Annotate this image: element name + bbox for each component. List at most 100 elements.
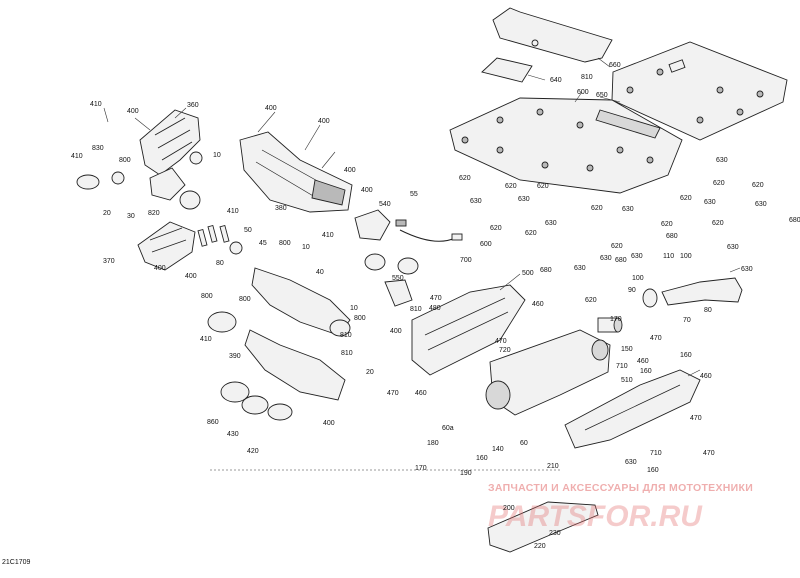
callout-540: 540 [379,201,391,208]
callout-630: 630 [631,253,643,260]
callout-50: 50 [244,227,252,234]
callout-620: 620 [490,225,502,232]
callout-400: 400 [265,105,277,112]
callout-460: 460 [700,373,712,380]
callout-720: 720 [499,347,511,354]
callout-820: 820 [148,210,160,217]
callout-710: 710 [650,450,662,457]
callout-100: 100 [680,253,692,260]
callout-810: 810 [340,332,352,339]
callout-400: 400 [344,167,356,174]
callout-830: 830 [92,145,104,152]
callout-70: 70 [683,317,691,324]
callout-810: 810 [341,350,353,357]
y-pipe [149,167,186,201]
heat-shield-plate-810 [611,41,788,141]
clamp-ring-410 [207,311,237,333]
callout-680: 680 [789,217,800,224]
callout-620: 620 [661,221,673,228]
callout-630: 630 [716,157,728,164]
callout-410: 410 [227,208,239,215]
callout-430: 430 [227,431,239,438]
heat-shield-500 [411,284,526,376]
spring-clamps [197,224,230,247]
callout-10: 10 [350,305,358,312]
callout-500: 500 [522,270,534,277]
clamp-rings-left [76,151,243,255]
callout-620: 620 [712,220,724,227]
callout-380: 380 [275,205,287,212]
clamp-ring-center [364,253,419,275]
watermark-logo: PARTSFOR.RU [488,500,703,533]
callout-160: 160 [640,368,652,375]
callout-400: 400 [154,265,166,272]
callout-190: 190 [460,470,472,477]
callout-620: 620 [505,183,517,190]
callout-470: 470 [703,450,715,457]
callout-620: 620 [680,195,692,202]
callout-620: 620 [537,183,549,190]
callout-210: 210 [547,463,559,470]
callout-100: 100 [632,275,644,282]
callout-630: 630 [625,459,637,466]
callout-630: 630 [470,198,482,205]
callout-660: 660 [609,62,621,69]
callout-160: 160 [476,455,488,462]
oxygen-sensor-55 [395,219,463,242]
callout-10: 10 [302,244,310,251]
callout-170: 170 [610,316,622,323]
callout-370: 370 [103,258,115,265]
bracket-540 [354,209,391,241]
callout-30: 30 [127,213,135,220]
bracket-200 [487,501,599,553]
callout-700: 700 [460,257,472,264]
callout-680: 680 [540,267,552,274]
callout-410: 410 [200,336,212,343]
callout-200: 200 [503,505,515,512]
callout-600: 600 [480,241,492,248]
callout-400: 400 [390,328,402,335]
diagram-code: 21C1709 [2,559,31,566]
callout-160: 160 [680,352,692,359]
heat-shield-390 [244,329,346,401]
callout-140: 140 [492,446,504,453]
callout-90: 90 [628,287,636,294]
callout-460: 460 [637,358,649,365]
callout-470: 470 [495,338,507,345]
callout-510: 510 [621,377,633,384]
callout-630: 630 [755,201,767,208]
callout-80: 80 [216,260,224,267]
callout-400: 400 [185,273,197,280]
callout-480: 480 [429,305,441,312]
callout-630: 630 [704,199,716,206]
clamps-860-430-420 [220,381,293,421]
callout-800: 800 [119,157,131,164]
callout-80: 80 [704,307,712,314]
callout-710: 710 [616,363,628,370]
callout-620: 620 [752,182,764,189]
callout-630: 630 [622,206,634,213]
callout-220: 220 [534,543,546,550]
callout-680: 680 [615,257,627,264]
callout-400: 400 [127,108,139,115]
sleeve-80 [597,317,623,333]
callout-630: 630 [545,220,557,227]
callout-410: 410 [322,232,334,239]
callout-630: 630 [600,255,612,262]
callout-470: 470 [690,415,702,422]
callout-60a: 60a [442,425,454,432]
heat-shield-380 [239,131,353,213]
callout-400: 400 [361,187,373,194]
callout-630: 630 [727,244,739,251]
coupler-550 [384,279,413,307]
callout-620: 620 [591,205,603,212]
callout-860: 860 [207,419,219,426]
callout-160: 160 [647,467,659,474]
callout-20: 20 [103,210,111,217]
callout-180: 180 [427,440,439,447]
callout-680: 680 [666,233,678,240]
callout-45: 45 [259,240,267,247]
callout-40: 40 [316,269,324,276]
